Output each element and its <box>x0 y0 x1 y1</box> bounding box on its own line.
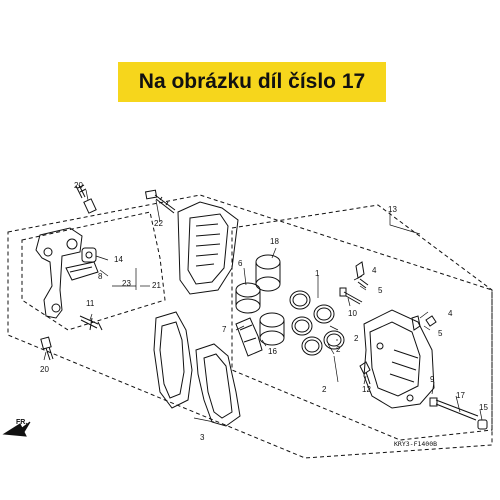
part-number-banner: Na obrázku díl číslo 17 <box>118 62 386 102</box>
callout-15: 13 <box>388 205 397 214</box>
callout-20-bottom: 20 <box>40 365 49 374</box>
bleeder-4-5-upper <box>355 261 369 289</box>
caliper-cover-plate <box>177 201 239 295</box>
callout-4-upper: 4 <box>372 266 377 275</box>
bleeder-4-5-lower <box>411 315 437 331</box>
retainer-14 <box>81 247 97 263</box>
piston-19 <box>255 254 281 292</box>
callout-14: 14 <box>114 255 123 264</box>
callout-16: 15 <box>479 403 488 412</box>
brake-pad-left <box>153 311 193 409</box>
callout-5-upper: 5 <box>378 286 383 295</box>
front-direction-arrow-icon <box>2 421 31 437</box>
callout-19: 18 <box>270 237 279 246</box>
callout-13: 12 <box>362 385 371 394</box>
callout-12: 11 <box>86 299 95 308</box>
callout-22: 21 <box>152 281 161 290</box>
callout-10: 8 <box>98 272 103 281</box>
callout-3: 3 <box>200 433 205 442</box>
callout-4-lower: 4 <box>448 309 453 318</box>
cap-16 <box>477 419 488 430</box>
callout-18: 17 <box>456 391 465 400</box>
callout-11: 10 <box>348 309 357 318</box>
pin-11 <box>339 287 363 305</box>
front-direction-label: FR. <box>16 419 27 426</box>
callout-23: 23 <box>122 279 131 288</box>
pin-12 <box>79 315 103 331</box>
callout-2-bottom: 2 <box>322 385 327 394</box>
caliper-bracket <box>35 227 83 319</box>
callout-6: 6 <box>238 259 243 268</box>
bolt-13 <box>359 361 371 385</box>
diagram-reference-code: KRY3-F1400B <box>394 440 437 448</box>
piston-17 <box>259 312 285 346</box>
callout-2-upper: 2 <box>354 334 359 343</box>
bolt-21 <box>144 189 176 214</box>
piston-seals-1 <box>289 290 335 324</box>
callout-7: 7 <box>222 325 227 334</box>
bolt-20-top <box>75 184 97 214</box>
bolt-20-bottom <box>40 336 54 361</box>
caliper-body <box>363 309 435 409</box>
callout-1: 1 <box>315 269 320 278</box>
brake-pad-right <box>195 343 241 427</box>
pad-spring-7 <box>235 317 263 357</box>
banner-text: Na obrázku díl číslo 17 <box>138 70 366 93</box>
callout-17: 16 <box>268 347 277 356</box>
callout-leaders <box>43 189 483 423</box>
piston-6 <box>235 282 261 314</box>
callout-labels: 20 22 13 18 6 1 2 2 2 7 16 4 5 10 4 5 12… <box>40 181 488 448</box>
callout-21: 22 <box>154 219 163 228</box>
callout-5-lower: 5 <box>438 329 443 338</box>
pin-18 <box>429 397 479 421</box>
piston-seals-2 <box>291 316 345 356</box>
caliper-group-boundary <box>231 204 493 441</box>
bracket-group-boundary <box>21 211 166 331</box>
callout-20-top: 20 <box>74 181 83 190</box>
pad-spring-10 <box>65 261 99 281</box>
callout-2-lower: 2 <box>336 345 341 354</box>
callout-9: 9 <box>430 375 435 384</box>
